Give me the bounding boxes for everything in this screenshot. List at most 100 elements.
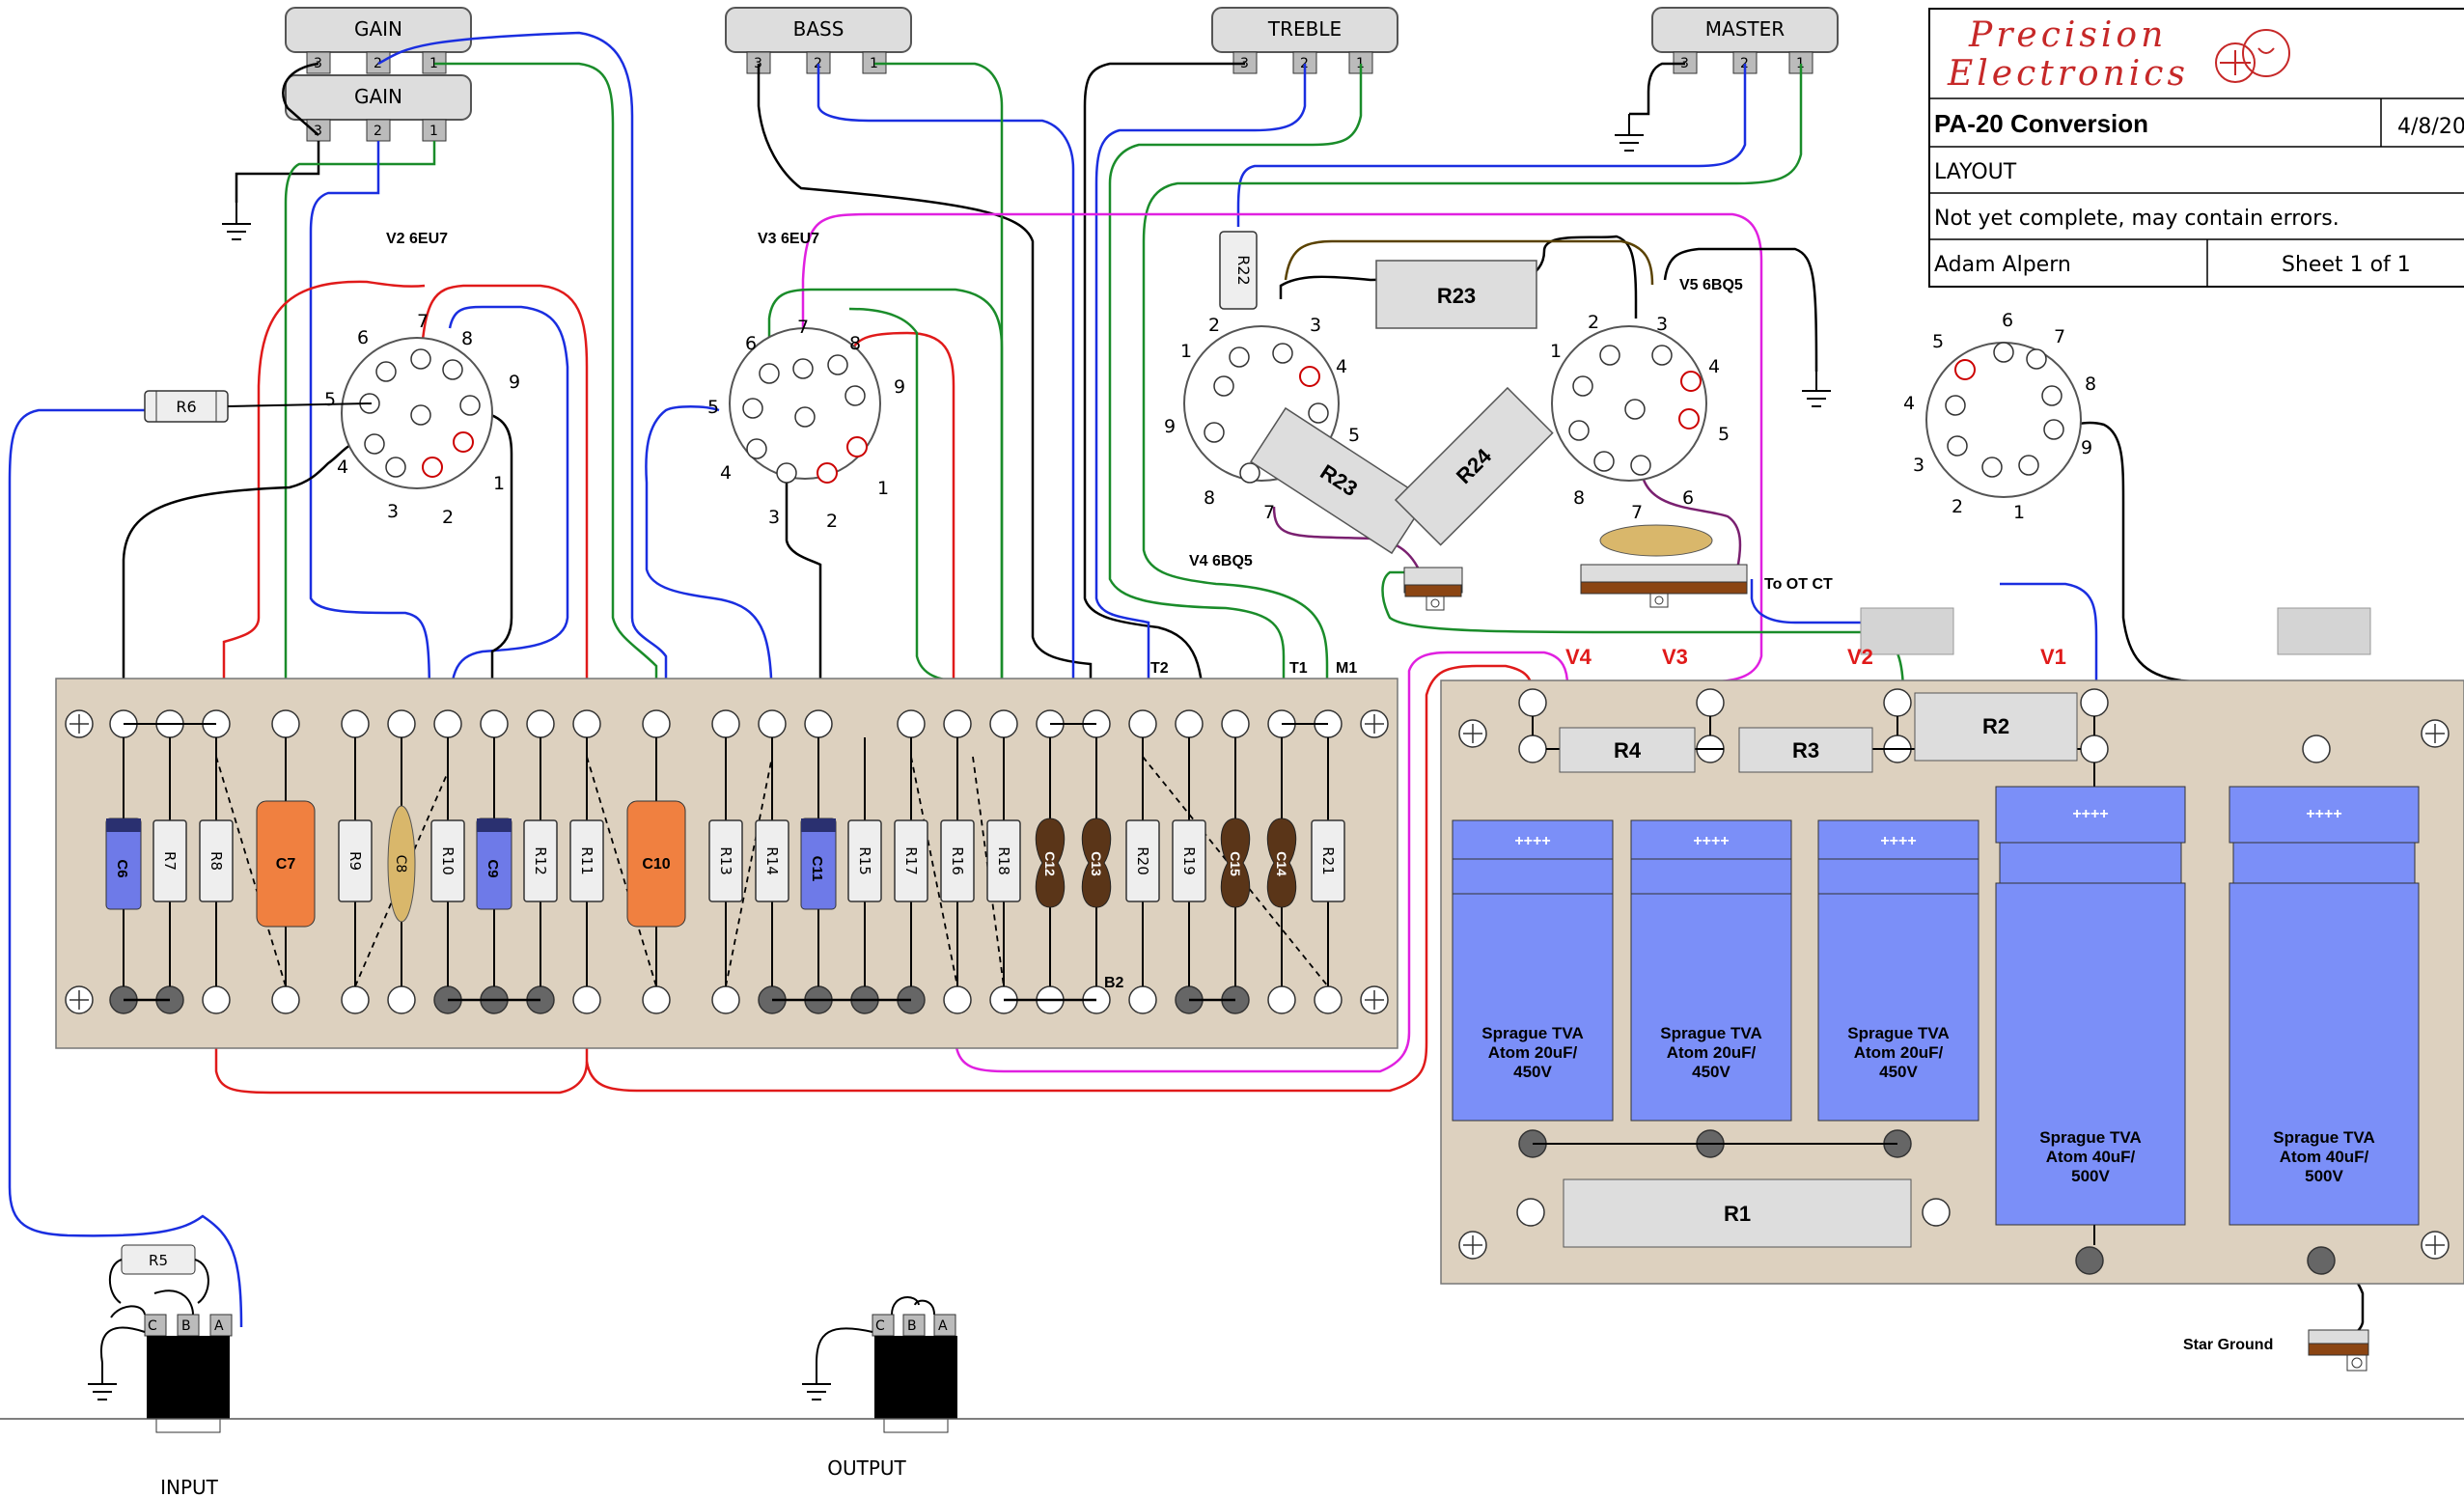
title-block: Precision Electronics PA-20 Conversion 4… bbox=[1928, 8, 2464, 288]
star-ground-label: Star Ground bbox=[2183, 1337, 2273, 1353]
ground-icon bbox=[88, 114, 1831, 1400]
mount-screw-icon bbox=[65, 709, 1389, 1014]
resistor-r17-label: R17 bbox=[902, 846, 920, 875]
star-ground: Star Ground bbox=[2183, 1329, 2369, 1372]
to-ot-ct-label: To OT CT bbox=[1764, 576, 1833, 593]
resistor-r18-label: R18 bbox=[995, 846, 1012, 875]
pin-label: 5 bbox=[1348, 425, 1360, 446]
turret-board-supply: V4 V3 V2 V1 R4 R3 R2 bbox=[1440, 645, 2464, 1285]
pin-label: 3 bbox=[1913, 455, 1924, 476]
supply-node-v4-label: V4 bbox=[1565, 645, 1592, 669]
transformer-tab-left bbox=[1860, 607, 1954, 655]
capacitor-c15-label: C15 bbox=[1228, 851, 1243, 876]
tube-socket-v5: 1 2 3 4 5 6 7 8 V5 6BQ5 bbox=[1550, 277, 1743, 523]
supply-node-v2-label: V2 bbox=[1847, 645, 1873, 669]
project-title: PA-20 Conversion bbox=[1934, 109, 2148, 138]
jack-lug-label: C bbox=[148, 1318, 157, 1334]
filter-cap-40uf-a: ++++ Sprague TVA Atom 40uF/ 500V bbox=[1995, 786, 2186, 1226]
resistor-r3-label: R3 bbox=[1792, 738, 1819, 762]
lug-label: 1 bbox=[870, 56, 878, 71]
pot-bass-label: BASS bbox=[793, 17, 844, 41]
turret-row-bottom bbox=[109, 985, 1343, 1014]
polarity-mark: ++++ bbox=[2306, 806, 2341, 822]
lug-label: 3 bbox=[314, 124, 322, 139]
b2-label: B2 bbox=[1104, 975, 1124, 991]
pin-label: 7 bbox=[1263, 502, 1275, 523]
filter-cap-40uf-b: ++++ Sprague TVA Atom 40uF/ 500V bbox=[2229, 786, 2420, 1226]
output-jack-label: OUTPUT bbox=[827, 1456, 906, 1480]
filter-cap-label: Atom 20uF/ bbox=[1667, 1043, 1757, 1062]
pin-label: 8 bbox=[461, 328, 473, 349]
capacitor-c12-label: C12 bbox=[1042, 851, 1058, 876]
pot-treble: TREBLE 3 2 1 bbox=[1211, 7, 1398, 74]
pin-label: 4 bbox=[720, 462, 732, 484]
resistor-r23-top-label: R23 bbox=[1437, 284, 1476, 308]
small-resistors bbox=[152, 819, 1345, 902]
input-jack-label: INPUT bbox=[160, 1476, 219, 1497]
pin-label: 5 bbox=[1718, 424, 1730, 445]
capacitor-c15: C15 bbox=[1220, 818, 1251, 908]
pot-gain-2: GAIN 3 2 1 bbox=[285, 74, 472, 142]
pin-label: 8 bbox=[1573, 487, 1585, 509]
pin-label: 2 bbox=[1952, 496, 1963, 517]
resistor-r22: R22 bbox=[1219, 231, 1258, 310]
pin-label: 4 bbox=[1336, 356, 1347, 377]
mount-screw-icon bbox=[1458, 719, 2450, 1260]
tube-v4-label: V4 6BQ5 bbox=[1189, 553, 1253, 569]
filter-cap-label: 450V bbox=[1692, 1063, 1730, 1081]
tube-v2-label: V2 6EU7 bbox=[386, 231, 448, 247]
capacitor-c8: C8 bbox=[387, 805, 416, 923]
resistor-r8-label: R8 bbox=[208, 851, 225, 871]
tube-socket-v2: 7 8 9 1 2 3 4 5 6 V2 6EU7 bbox=[324, 231, 520, 528]
pin-label: 1 bbox=[493, 473, 505, 494]
polarity-mark: ++++ bbox=[1880, 833, 1916, 849]
pin-label: 7 bbox=[797, 317, 809, 338]
pin-label: 7 bbox=[1631, 502, 1643, 523]
resistor-r6: R6 bbox=[144, 390, 229, 423]
resistor-r15-label: R15 bbox=[856, 846, 873, 875]
filter-cap-20uf-a: ++++ Sprague TVA Atom 20uF/ 450V bbox=[1452, 819, 1614, 1122]
filter-cap-label: Atom 40uF/ bbox=[2280, 1148, 2369, 1166]
drawing-date: 4/8/2002 bbox=[2397, 115, 2464, 139]
pin-label: 7 bbox=[417, 311, 429, 332]
filter-cap-label: Atom 20uF/ bbox=[1488, 1043, 1578, 1062]
pin-label: 1 bbox=[1550, 341, 1562, 362]
pin-label: 5 bbox=[324, 389, 336, 410]
company-name-line1: Precision bbox=[1968, 15, 2167, 55]
resistor-r4: R4 bbox=[1559, 727, 1696, 773]
jack-lug-label: A bbox=[214, 1318, 224, 1334]
resistor-r24: R24 bbox=[1394, 386, 1554, 546]
capacitor-c10-label: C10 bbox=[642, 856, 670, 873]
polarity-mark: ++++ bbox=[1693, 833, 1729, 849]
supply-node-v1-label: V1 bbox=[2040, 645, 2066, 669]
tube-socket-rectifier: 6 7 8 9 1 2 3 4 5 bbox=[1903, 310, 2096, 523]
tube-logo-icon bbox=[2215, 29, 2290, 83]
filter-cap-label: Sprague TVA bbox=[2039, 1128, 2141, 1147]
pin-label: 2 bbox=[442, 507, 454, 528]
filter-cap-20uf-c: ++++ Sprague TVA Atom 20uF/ 450V bbox=[1817, 819, 1980, 1122]
pin-label: 8 bbox=[2085, 374, 2096, 395]
pin-label: 1 bbox=[1180, 341, 1192, 362]
resistor-r19-label: R19 bbox=[1180, 846, 1198, 875]
supply-node-v3-label: V3 bbox=[1662, 645, 1688, 669]
output-jack: C B A OUTPUT bbox=[816, 1296, 957, 1480]
resistor-r1-label: R1 bbox=[1724, 1202, 1751, 1226]
section-label: LAYOUT bbox=[1934, 160, 2017, 184]
jack-lug-label: C bbox=[875, 1318, 885, 1334]
resistor-r9-label: R9 bbox=[346, 851, 364, 871]
capacitor-bypass bbox=[1599, 524, 1713, 557]
jack-lug-label: B bbox=[181, 1318, 191, 1334]
author-name: Adam Alpern bbox=[1934, 253, 2071, 277]
filter-cap-label: Atom 20uF/ bbox=[1854, 1043, 1944, 1062]
filter-cap-label: Sprague TVA bbox=[1847, 1024, 1949, 1042]
pin-label: 4 bbox=[1708, 356, 1720, 377]
drawing-note: Not yet complete, may contain errors. bbox=[1934, 207, 2339, 231]
pin-label: 9 bbox=[509, 372, 520, 393]
pin-label: 8 bbox=[849, 333, 861, 354]
capacitor-c6: C6 bbox=[105, 818, 142, 910]
capacitor-c9: C9 bbox=[476, 818, 512, 910]
resistor-r11-label: R11 bbox=[578, 846, 595, 875]
pin-label: 7 bbox=[2054, 326, 2065, 347]
lug-label: 2 bbox=[374, 124, 382, 139]
capacitor-c12: C12 bbox=[1035, 818, 1066, 908]
